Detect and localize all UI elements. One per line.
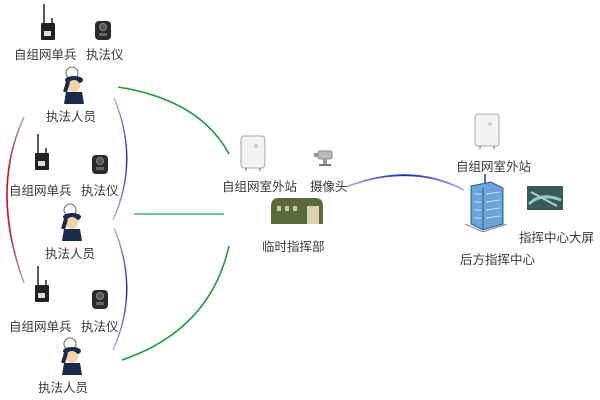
green-link-lower — [121, 245, 230, 361]
radio-icon — [34, 266, 50, 310]
radio-icon — [40, 4, 56, 48]
big-screen-icon — [527, 186, 563, 214]
field-base-station-label: 自组网室外站 — [222, 179, 298, 194]
recorder-label: 执法仪 — [81, 183, 119, 198]
command-tent-icon — [269, 196, 325, 230]
building-label: 后方指挥中心 — [460, 252, 536, 267]
radio-icon — [34, 134, 50, 178]
red-link-arc — [6, 116, 25, 284]
radio-label: 自组网单兵 — [14, 47, 77, 62]
base-station-icon — [238, 134, 268, 176]
radio-label: 自组网单兵 — [9, 319, 72, 334]
officer-icon — [60, 337, 84, 379]
rear-base-station-label: 自组网室外站 — [456, 159, 532, 174]
officer-icon — [62, 66, 86, 108]
officer-label: 执法人员 — [46, 109, 97, 124]
recorder-label: 执法仪 — [86, 47, 124, 62]
officer-icon — [60, 203, 84, 245]
blue-link-arc-lower — [112, 227, 128, 351]
officer-label: 执法人员 — [38, 380, 89, 395]
body-camera-icon — [94, 19, 112, 45]
base-station-icon — [472, 112, 502, 154]
camera-label: 摄像头 — [310, 179, 348, 194]
tent-label: 临时指挥部 — [262, 239, 325, 254]
screen-label: 指挥中心大屏 — [519, 230, 595, 245]
green-link-upper — [117, 86, 230, 155]
officer-label: 执法人员 — [45, 246, 96, 261]
body-camera-icon — [91, 288, 109, 314]
body-camera-icon — [91, 153, 109, 179]
blue-link-arc-upper — [112, 97, 128, 221]
backhaul-link — [345, 174, 465, 191]
building-icon — [461, 174, 508, 236]
camera-icon — [314, 149, 336, 171]
radio-label: 自组网单兵 — [9, 183, 72, 198]
recorder-label: 执法仪 — [81, 319, 119, 334]
